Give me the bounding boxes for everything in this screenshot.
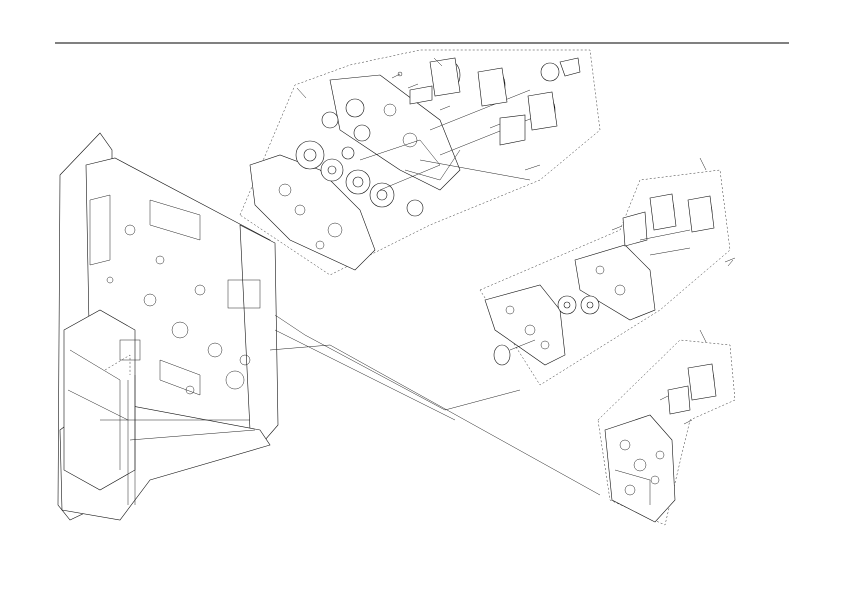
gear-train-icon	[239, 49, 601, 276]
screw-icon	[391, 71, 541, 171]
motor-assembly-icon	[479, 157, 734, 386]
screw-icon	[611, 225, 736, 263]
main-frame-icon	[57, 132, 279, 521]
screw-icon	[659, 395, 693, 425]
leader-line	[274, 329, 456, 421]
motor-icon	[409, 57, 581, 146]
drive-unit-icon	[597, 329, 736, 526]
leader-line	[269, 344, 601, 496]
callout-tick	[433, 57, 443, 67]
callout-tick	[296, 87, 307, 99]
leader-line	[274, 314, 521, 411]
